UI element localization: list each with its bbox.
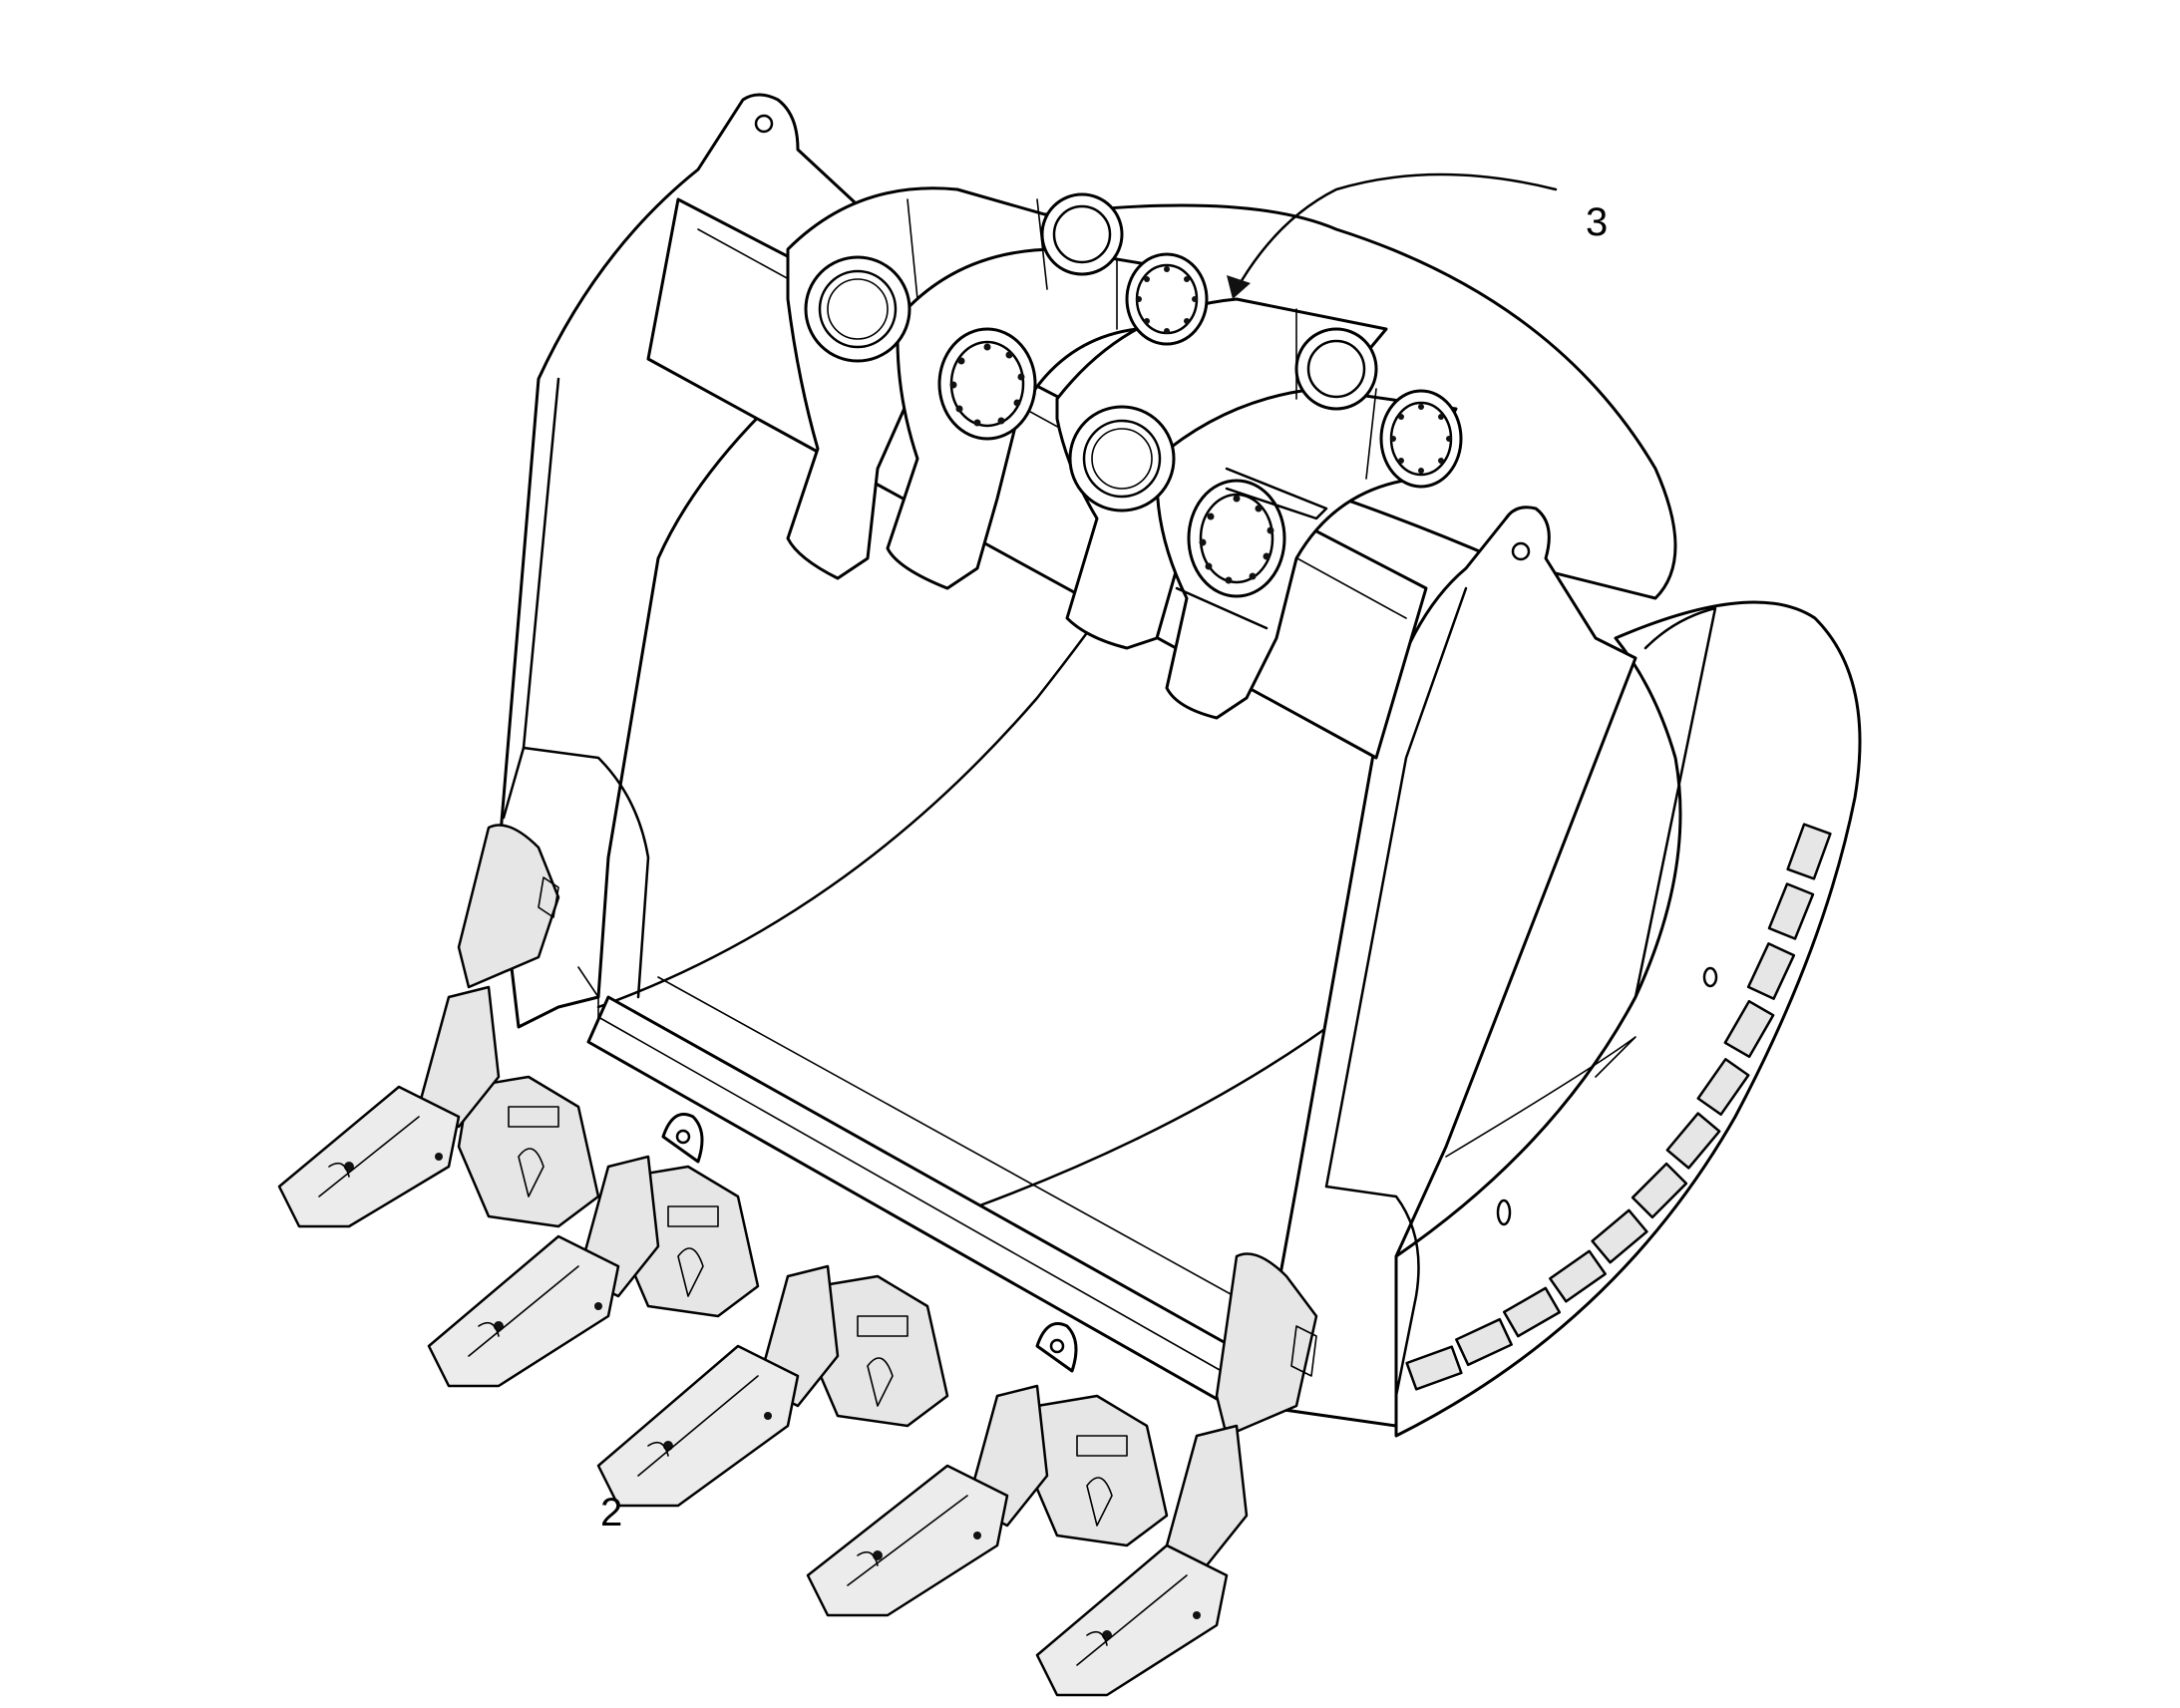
pin-boss-4 [1294,327,1378,411]
tooth-4 [806,1384,1049,1617]
left-lift-eye [754,114,774,134]
pin-cap-3 [1187,479,1286,598]
callout-3-leader [1235,172,1558,291]
pin-retainer-clip [1175,467,1328,630]
callout-2-label: 2 [600,1491,622,1535]
pin-boss-2 [1040,192,1124,276]
pin-cap-2 [1125,252,1209,346]
callout-3-label: 3 [1586,200,1608,244]
lip-shroud-1 [457,1075,600,1228]
right-lift-eye [1511,541,1531,561]
left-side-cutter [457,824,560,989]
right-side-shell [1394,600,1862,1438]
wear-pads [1405,823,1832,1391]
tooth-2 [427,1155,660,1388]
right-side-cutter-body [1215,1252,1318,1438]
right-plate-inner-edge [1324,586,1468,1189]
left-side-cutter-body [457,824,560,989]
left-plate-reinforcement [522,746,650,999]
right-plate-reinforcement [1324,1185,1420,1398]
callout-3: 3 [1227,172,1608,299]
right-plate-side-panel [1634,606,1717,999]
tooth-3 [596,1264,840,1508]
pin-boss-3 [1068,405,1176,512]
pin-cap-1 [937,327,1037,441]
pin-boss-1 [804,255,911,363]
callout-3-arrowhead [1227,275,1251,299]
lip-bottom-line [597,1016,1258,1392]
right-side-plate-outline [1255,506,1637,1428]
right-side-cutter [1215,1252,1318,1438]
lip-lifting-eyes [661,1113,1078,1373]
pin-cap-4 [1379,389,1463,489]
right-side-plate [1255,506,1718,1428]
teeth [277,985,1249,1697]
tooth-1 [277,985,501,1228]
tooth-5 [1035,1424,1249,1697]
right-plate-hole [1496,1198,1512,1226]
floor-panel-seam [1445,1036,1636,1158]
linkage-group [646,186,1463,760]
callout-2: 2 [600,1491,622,1535]
shell-hole [1702,966,1718,988]
lip-top-line [657,976,1307,1337]
